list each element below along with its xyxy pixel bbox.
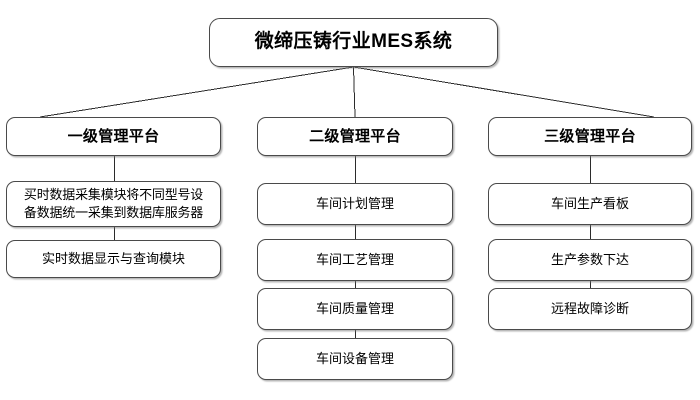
root-node-mes-system[interactable]: 微缔压铸行业MES系统 (209, 18, 498, 67)
platform-node-3-label: 三级管理平台 (544, 127, 636, 145)
module-node-3-2-label: 生产参数下达 (550, 251, 629, 267)
module-node-3-3-label: 远程故障诊断 (550, 300, 629, 316)
module-node-2-4[interactable]: 车间设备管理 (257, 338, 453, 380)
module-node-2-1[interactable]: 车间计划管理 (257, 183, 453, 225)
module-node-2-2-label: 车间工艺管理 (315, 251, 394, 267)
module-node-3-1-label: 车间生产看板 (550, 195, 629, 211)
module-node-2-3[interactable]: 车间质量管理 (257, 288, 453, 330)
platform-node-2-label: 二级管理平台 (309, 127, 401, 145)
module-node-3-3[interactable]: 远程故障诊断 (488, 288, 692, 330)
platform-node-2[interactable]: 二级管理平台 (257, 117, 453, 156)
platform-node-1-label: 一级管理平台 (67, 127, 160, 145)
module-node-1-1-label: 买时数据采集模块将不同型号设 备数据统一采集到数据库服务器 (23, 187, 204, 220)
root-node-label: 微缔压铸行业MES系统 (254, 31, 453, 53)
module-node-2-4-label: 车间设备管理 (315, 350, 394, 366)
platform-node-3[interactable]: 三级管理平台 (488, 117, 692, 156)
platform-node-1[interactable]: 一级管理平台 (6, 117, 221, 156)
module-node-1-2-label: 实时数据显示与查询模块 (41, 250, 185, 266)
module-node-1-2[interactable]: 实时数据显示与查询模块 (6, 240, 221, 278)
module-node-3-2[interactable]: 生产参数下达 (488, 239, 692, 281)
module-node-2-1-label: 车间计划管理 (315, 195, 394, 211)
module-node-3-1[interactable]: 车间生产看板 (488, 183, 692, 225)
module-node-1-1[interactable]: 买时数据采集模块将不同型号设 备数据统一采集到数据库服务器 (6, 181, 221, 227)
module-node-2-2[interactable]: 车间工艺管理 (257, 239, 453, 281)
module-node-2-3-label: 车间质量管理 (315, 300, 394, 316)
